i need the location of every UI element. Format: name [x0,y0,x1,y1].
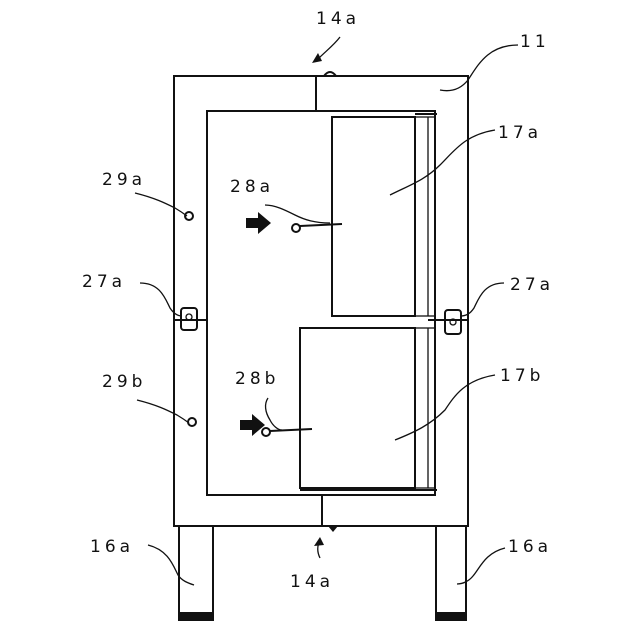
label-17a: 17a [498,123,542,143]
label-16a-right: 16a [508,537,552,557]
label-14a-bottom: 14a [290,572,334,592]
label-28b: 28b [235,369,279,389]
pin-28b [240,414,312,436]
label-27a-left: 27a [82,272,126,292]
lower-door-edge [415,328,435,488]
label-17b: 17b [500,366,544,386]
leg-left [179,526,213,621]
lower-door [300,328,415,488]
leg-right [436,526,466,621]
label-29b: 29b [102,372,146,392]
label-27a-right: 27a [510,275,554,295]
hinge-29b [188,418,196,426]
label-14a-top: 14a [316,9,360,29]
label-11: 11 [520,32,550,52]
upper-door [332,117,415,316]
bottom-knob [328,526,338,532]
label-29a: 29a [102,170,146,190]
upper-door-edge [415,117,435,316]
latch-left [174,308,207,330]
label-28a: 28a [230,177,274,197]
outer-frame [174,76,468,526]
label-16a-left: 16a [90,537,134,557]
